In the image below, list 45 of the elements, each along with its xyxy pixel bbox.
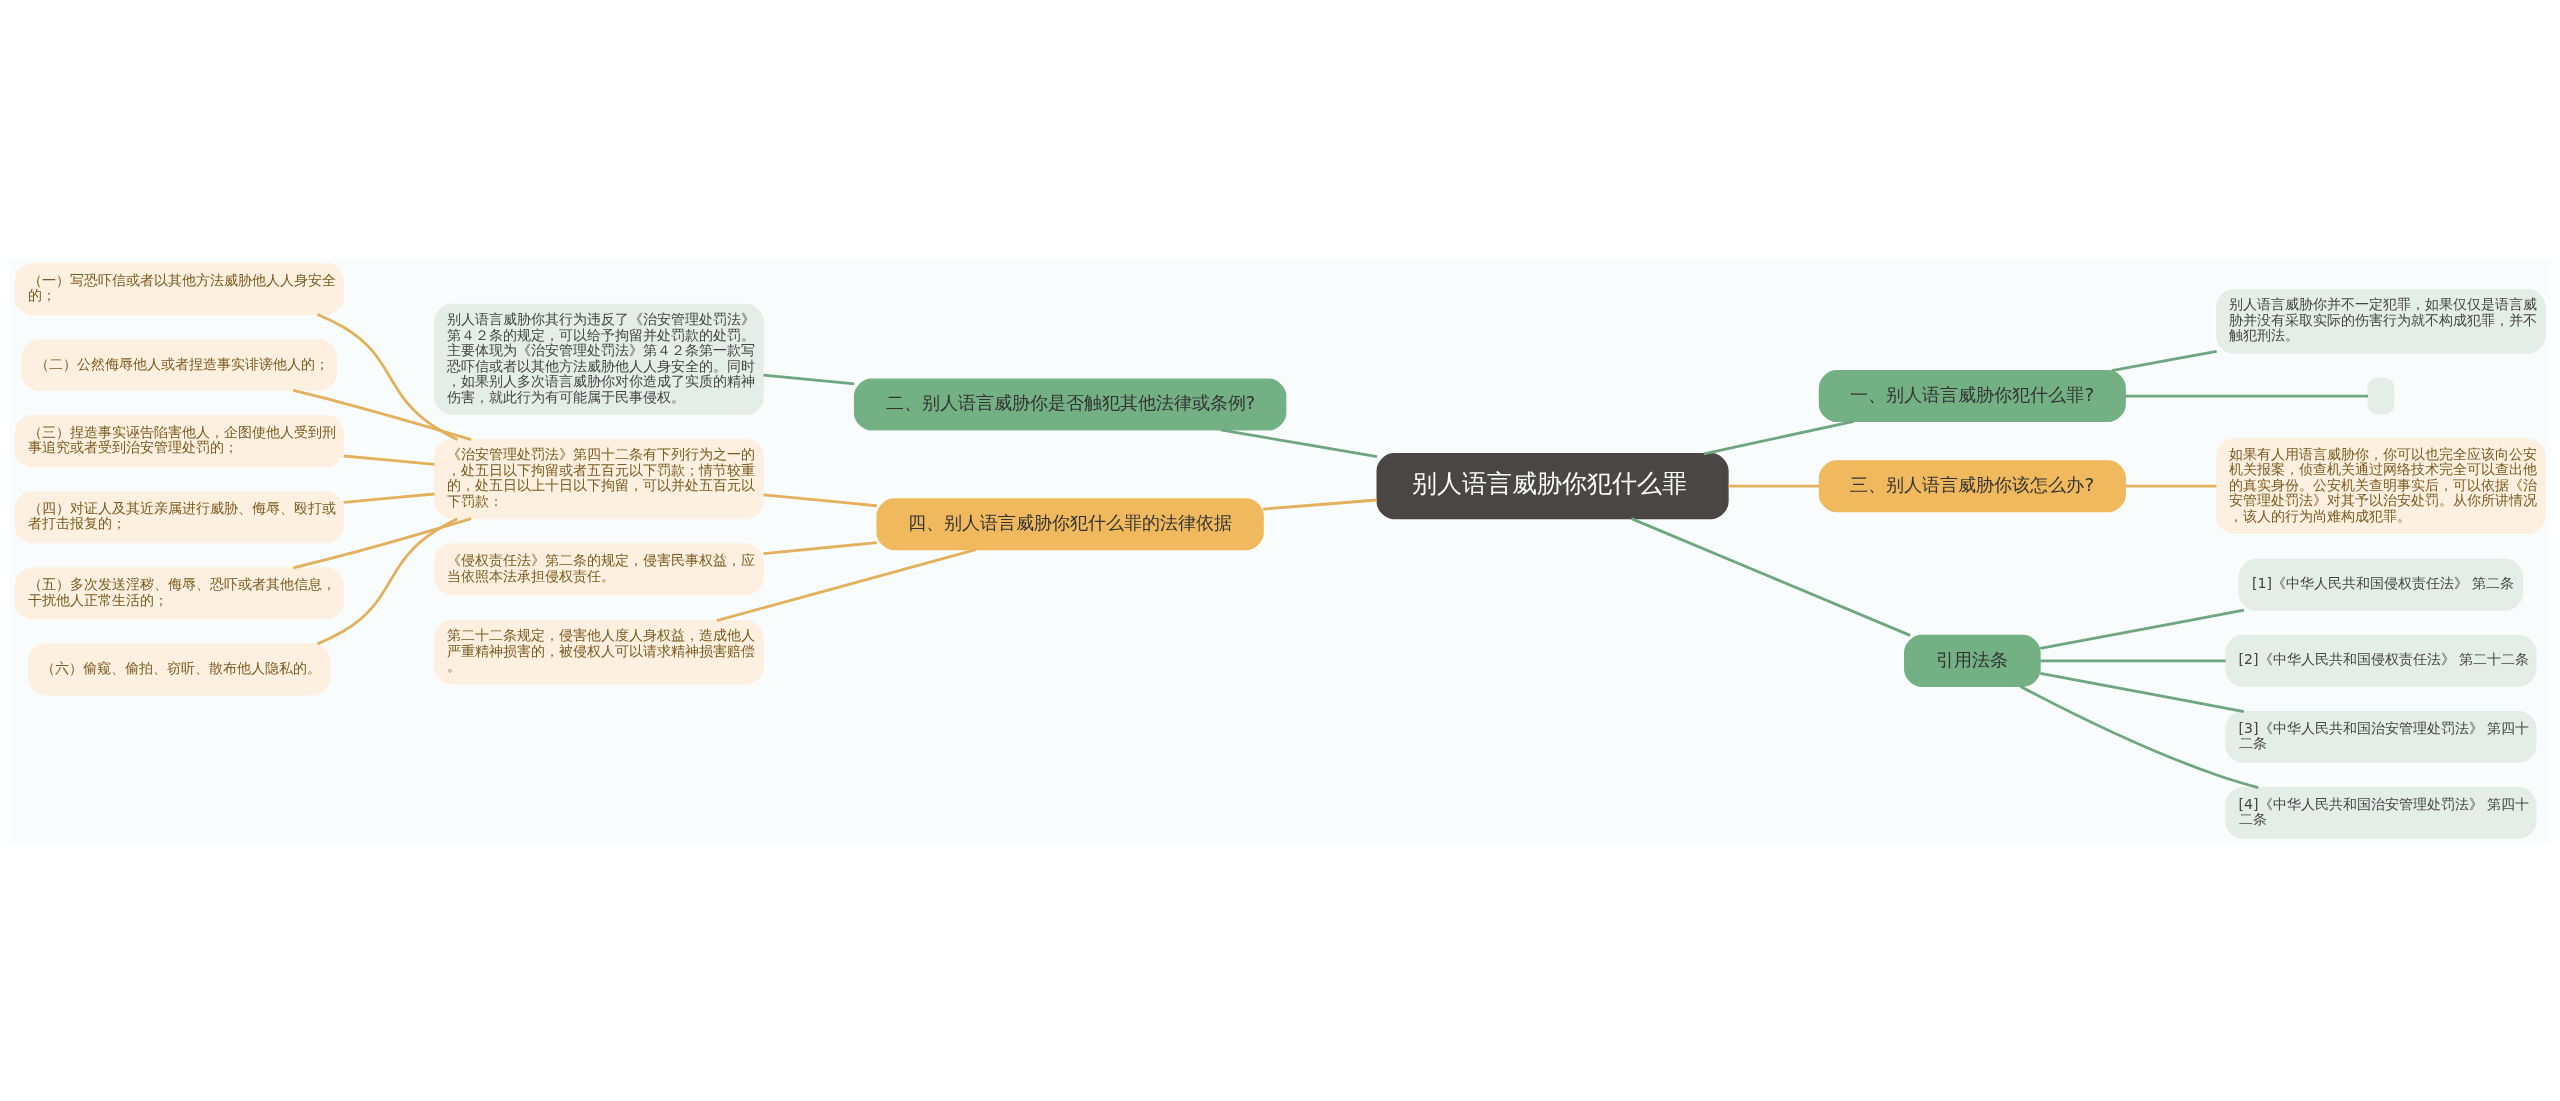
connector [1703, 419, 1854, 455]
connector [1630, 516, 1911, 637]
connector [292, 516, 472, 569]
node-box [2367, 377, 2395, 414]
node-box: 别人语言威胁你其行为违反了《治安管理处罚法》第４２条的规定，可以给予拘留并处罚款的处罚。主要体现为《治安管理处罚法》第４２条第一款写恐吓信或者以其他方法威胁他人人身安全的。同时，如果别人多次语言威胁你对你造成了实质的精神伤害，就此行为有可能属于民事侵权。 [434, 303, 764, 415]
connector [2040, 658, 2226, 662]
node-box: 别人语言威胁你犯什么罪 [1376, 452, 1729, 519]
node-box: 四、别人语言威胁你犯什么罪的法律依据 [876, 497, 1264, 550]
connector [1263, 498, 1378, 510]
connector [2125, 394, 2368, 397]
connector [2040, 671, 2245, 713]
connector [316, 312, 458, 441]
node-box: 一、别人语言威胁你犯什么罪? [1818, 369, 2126, 422]
node-box: （五）多次发送淫秽、侮辱、恐吓或者其他信息，干扰他人正常生活的； [14, 566, 344, 619]
connector [763, 373, 855, 385]
node-box: （三）捏造事实诬告陷害他人，企图使他人受到刑事追究或者受到治安管理处罚的； [14, 414, 344, 467]
connector [343, 454, 435, 466]
connector [2111, 349, 2217, 372]
connector [763, 540, 877, 555]
connector [2125, 484, 2217, 488]
connector [763, 492, 877, 507]
node-box: 如果有人用语言威胁你，你可以也完全应该向公安机关报案，侦查机关通过网络技术完全可以查出他的真实身份。公安机关查明事实后，可以依据《治安管理处罚法》对其予以治安处罚。从你所讲情况，该人的行为尚难构成犯罪。 [2216, 437, 2546, 534]
node-box: （六）偷窥、偷拍、窃听、散布他人隐私的。 [27, 642, 331, 695]
connector [716, 547, 977, 622]
node-box: 三、别人语言威胁你该怎么办? [1818, 459, 2126, 512]
node-box: [4]《中华人民共和国治安管理处罚法》 第四十二条 [2225, 786, 2537, 839]
node-box: 《侵权责任法》第二条的规定，侵害民事权益，应当依照本法承担侵权责任。 [434, 542, 764, 595]
node-box: （一）写恐吓信或者以其他方法威胁他人人身安全的； [14, 262, 344, 315]
node-box: [3]《中华人民共和国治安管理处罚法》 第四十二条 [2225, 710, 2537, 763]
node-box: （四）对证人及其近亲属进行威胁、侮辱、殴打或者打击报复的； [14, 490, 344, 543]
connector [2040, 608, 2245, 650]
node-box: 别人语言威胁你并不一定犯罪，如果仅仅是语言威胁并没有采取实际的伤害行为就不构成犯罪，并不触犯刑法。 [2216, 288, 2546, 354]
connector [292, 388, 472, 441]
node-box: （二）公然侮辱他人或者捏造事实诽谤他人的； [21, 338, 337, 391]
node-box: 《治安管理处罚法》第四十二条有下列行为之一的，处五日以下拘留或者五百元以下罚款；情节较重的，处五日以上十日以下拘留，可以并处五百元以下罚款： [434, 438, 764, 519]
connector [2019, 684, 2259, 789]
connector [343, 492, 435, 504]
connector [316, 516, 458, 645]
connector [1728, 484, 1820, 488]
node-box: 二、别人语言威胁你是否触犯其他法律或条例? [853, 377, 1287, 431]
node-box: 第二十二条规定，侵害他人度人身权益，造成他人严重精神损害的，被侵权人可以请求精神损害赔偿。 [434, 619, 764, 685]
node-box: [2]《中华人民共和国侵权责任法》 第二十二条 [2225, 634, 2537, 687]
node-box: [1]《中华人民共和国侵权责任法》 第二条 [2238, 558, 2524, 611]
connector [1220, 428, 1378, 458]
node-box: 引用法条 [1904, 634, 2041, 687]
